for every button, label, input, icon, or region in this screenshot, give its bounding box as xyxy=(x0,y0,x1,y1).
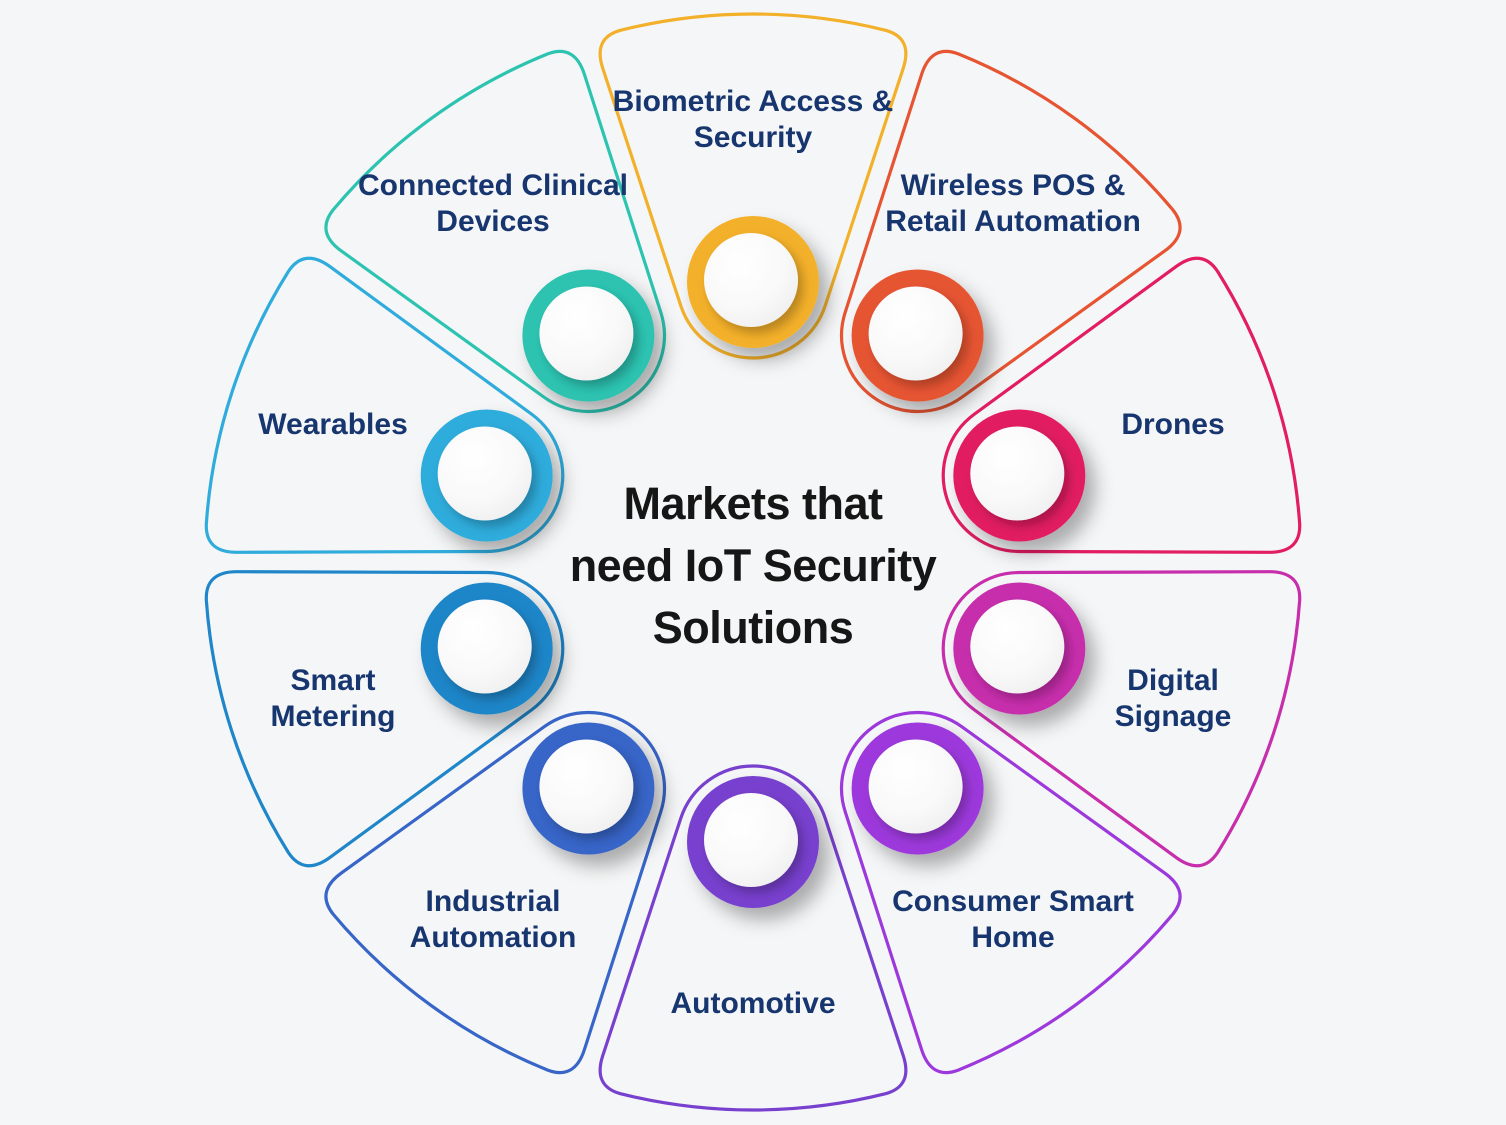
label-line: Automation xyxy=(409,921,577,954)
petal-automotive xyxy=(598,764,908,1112)
petal-smart-metering xyxy=(204,570,565,868)
label-line: Connected Clinical xyxy=(357,169,629,202)
badge-industrial-automation xyxy=(522,722,655,855)
label-line: Home xyxy=(971,921,1055,954)
label-line: Signage xyxy=(1114,700,1232,733)
label-automotive: Automotive xyxy=(671,986,836,1022)
petal-wearables xyxy=(204,256,565,554)
ring-inner-wireless-pos-retail-automation xyxy=(868,286,963,381)
badge-drones xyxy=(953,409,1086,542)
title-line-2: need IoT Security xyxy=(569,539,937,591)
label-line: Wireless POS & xyxy=(900,169,1126,202)
badge-wearables xyxy=(420,409,553,542)
petal-industrial-automation xyxy=(324,710,666,1075)
badge-connected-clinical-devices xyxy=(522,269,655,402)
label-line: Metering xyxy=(270,700,396,733)
label-line: Automotive xyxy=(670,987,836,1020)
petal-biometric-access-security xyxy=(598,12,908,360)
label-wireless-pos-retail-automation: Wireless POS &Retail Automation xyxy=(885,168,1141,240)
label-line: Industrial xyxy=(425,885,561,918)
label-line: Biometric Access & xyxy=(612,85,894,118)
ring-inner-connected-clinical-devices xyxy=(539,286,634,381)
label-line: Retail Automation xyxy=(885,205,1141,238)
petal-drones xyxy=(941,256,1302,554)
ring-inner-consumer-smart-home xyxy=(868,739,963,834)
petal-connected-clinical-devices xyxy=(324,49,666,414)
ring-inner-industrial-automation xyxy=(539,739,634,834)
label-line: Wearables xyxy=(258,408,408,441)
ring-inner-wearables xyxy=(437,426,532,521)
petal-ring-layer xyxy=(204,12,1302,1112)
label-line: Consumer Smart xyxy=(892,885,1134,918)
label-line: Smart xyxy=(290,664,376,697)
label-line: Digital xyxy=(1127,664,1219,697)
diagram-title: Markets that need IoT Security Solutions xyxy=(570,473,937,659)
title-line-3: Solutions xyxy=(652,602,854,654)
badge-digital-signage xyxy=(953,582,1086,715)
label-biometric-access-security: Biometric Access &Security xyxy=(613,84,894,156)
title-line-1: Markets that xyxy=(623,477,883,529)
badge-layer xyxy=(420,216,1086,908)
label-line: Drones xyxy=(1121,408,1225,441)
badge-wireless-pos-retail-automation xyxy=(851,269,984,402)
ring-inner-digital-signage xyxy=(970,599,1065,694)
badge-consumer-smart-home xyxy=(851,722,984,855)
petal-wireless-pos-retail-automation xyxy=(840,49,1182,414)
badge-smart-metering xyxy=(420,582,553,715)
label-line: Devices xyxy=(436,205,550,238)
ring-inner-smart-metering xyxy=(437,599,532,694)
ring-inner-biometric-access-security xyxy=(704,233,798,327)
ring-inner-automotive xyxy=(704,793,798,887)
petal-consumer-smart-home xyxy=(840,710,1182,1075)
ring-inner-drones xyxy=(970,426,1065,521)
label-line: Security xyxy=(693,121,813,154)
petal-digital-signage xyxy=(941,570,1302,868)
badge-automotive xyxy=(687,776,819,908)
badge-biometric-access-security xyxy=(687,216,819,348)
label-wearables: Wearables xyxy=(258,407,408,443)
label-drones: Drones xyxy=(1121,407,1224,443)
